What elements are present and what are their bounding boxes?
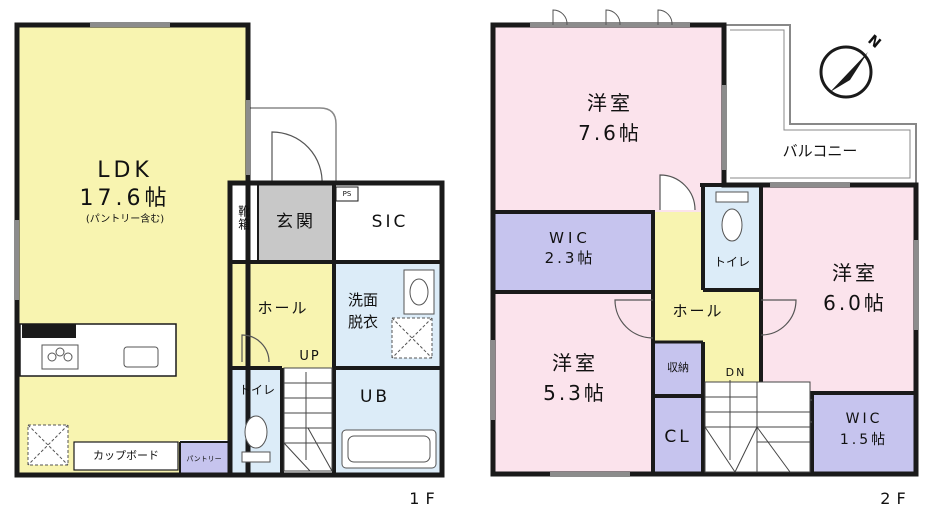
room3-size: 5.3帖 [543,381,607,405]
floor2-plan [490,9,919,477]
sic-label: SIC [371,212,409,232]
shoebox-fill [232,185,258,262]
stairs-1f-box [283,367,333,472]
wic1-size: 2.3帖 [544,249,596,267]
ps-label: PS [342,190,352,198]
stair [307,427,333,472]
toilet2-bowl [721,208,743,242]
cupboard-label: カップボード [93,449,159,462]
floor1-plan [14,22,445,478]
stove [41,344,79,370]
toilet1-tank [241,451,271,463]
ub-label: UB [359,387,391,407]
ps-box [335,186,359,202]
wic1-fill [493,212,653,292]
wic2-fill [812,393,916,474]
room1-name: 洋室 [587,91,633,115]
hall1-label: ホール [257,299,309,317]
ldk-note: (パントリー含む) [85,214,165,225]
washer [391,317,433,359]
door-room2 [760,299,797,336]
stairs-2f [704,380,811,473]
entry-door [271,131,323,186]
washroom-label-1: 洗面 [347,291,378,309]
toilet2-tank [715,191,749,203]
balcony-inner [730,29,911,179]
dn-label: DN [725,366,747,379]
compass-needle [830,52,868,92]
washbasin-bowl [409,278,429,306]
skylight-2 [605,9,621,26]
room3-fill [493,292,653,474]
door-room1 [659,174,696,211]
kitchen-hood [22,324,76,338]
floor2-name: 2F [880,489,912,508]
room2-name: 洋室 [832,261,878,285]
genkan-label: 玄関 [276,212,316,232]
room1-size: 7.6帖 [578,121,642,145]
toilet2-label: トイレ [713,255,750,269]
washer-x2 [391,317,433,359]
door-room3 [614,299,654,339]
stairs-1f [283,367,333,472]
burner [63,352,73,362]
washroom-label-2: 脱衣 [347,313,378,331]
wic2-size: 1.5帖 [839,432,889,448]
stair [756,426,791,473]
hall2-label: ホール [672,302,724,320]
sink [123,346,159,368]
cl-fill [653,398,703,474]
shoebox-label: 靴箱 [236,205,251,231]
cl-label: CL [664,427,692,447]
fridge-x1 [27,424,69,466]
wic2-name: WIC [845,411,883,427]
stair [704,426,736,473]
toilet1-bowl [244,415,268,449]
burner [47,352,57,362]
core-outer-wall [227,180,445,478]
toilet1-label: トイレ [238,383,275,397]
pantry-label: パントリー [186,455,222,463]
balcony-outline [723,24,917,186]
ldk-fill [17,25,248,473]
balcony-label: バルコニー [782,142,858,160]
floor1-name: 1F [409,489,441,508]
fridge-x2 [27,424,69,466]
washbasin [403,269,435,315]
room1-fill [493,25,724,212]
room3-name: 洋室 [552,351,598,375]
up-label: UP [299,349,321,364]
skylight-3 [657,9,673,26]
bathtub [341,429,437,469]
room2-size: 6.0帖 [823,291,887,315]
ldk-name: LDK [97,158,153,183]
storage-fill [653,342,703,394]
fridge [27,424,69,466]
pantry-fill [180,442,228,473]
ldk-size: 17.6帖 [79,186,171,211]
cupboard [73,441,179,471]
storage-label: 収納 [667,361,689,374]
hall-door [241,334,270,363]
bathtub-inner [347,435,431,463]
washer-x1 [391,317,433,359]
wic1-name: WIC [549,229,591,247]
room2-fill [761,185,916,393]
stair [734,426,758,473]
compass-icon [819,45,873,99]
burner [55,347,65,357]
skylight-1 [552,9,568,26]
porch-outline [250,107,337,185]
compass-ring [819,45,873,99]
stair [283,442,311,472]
